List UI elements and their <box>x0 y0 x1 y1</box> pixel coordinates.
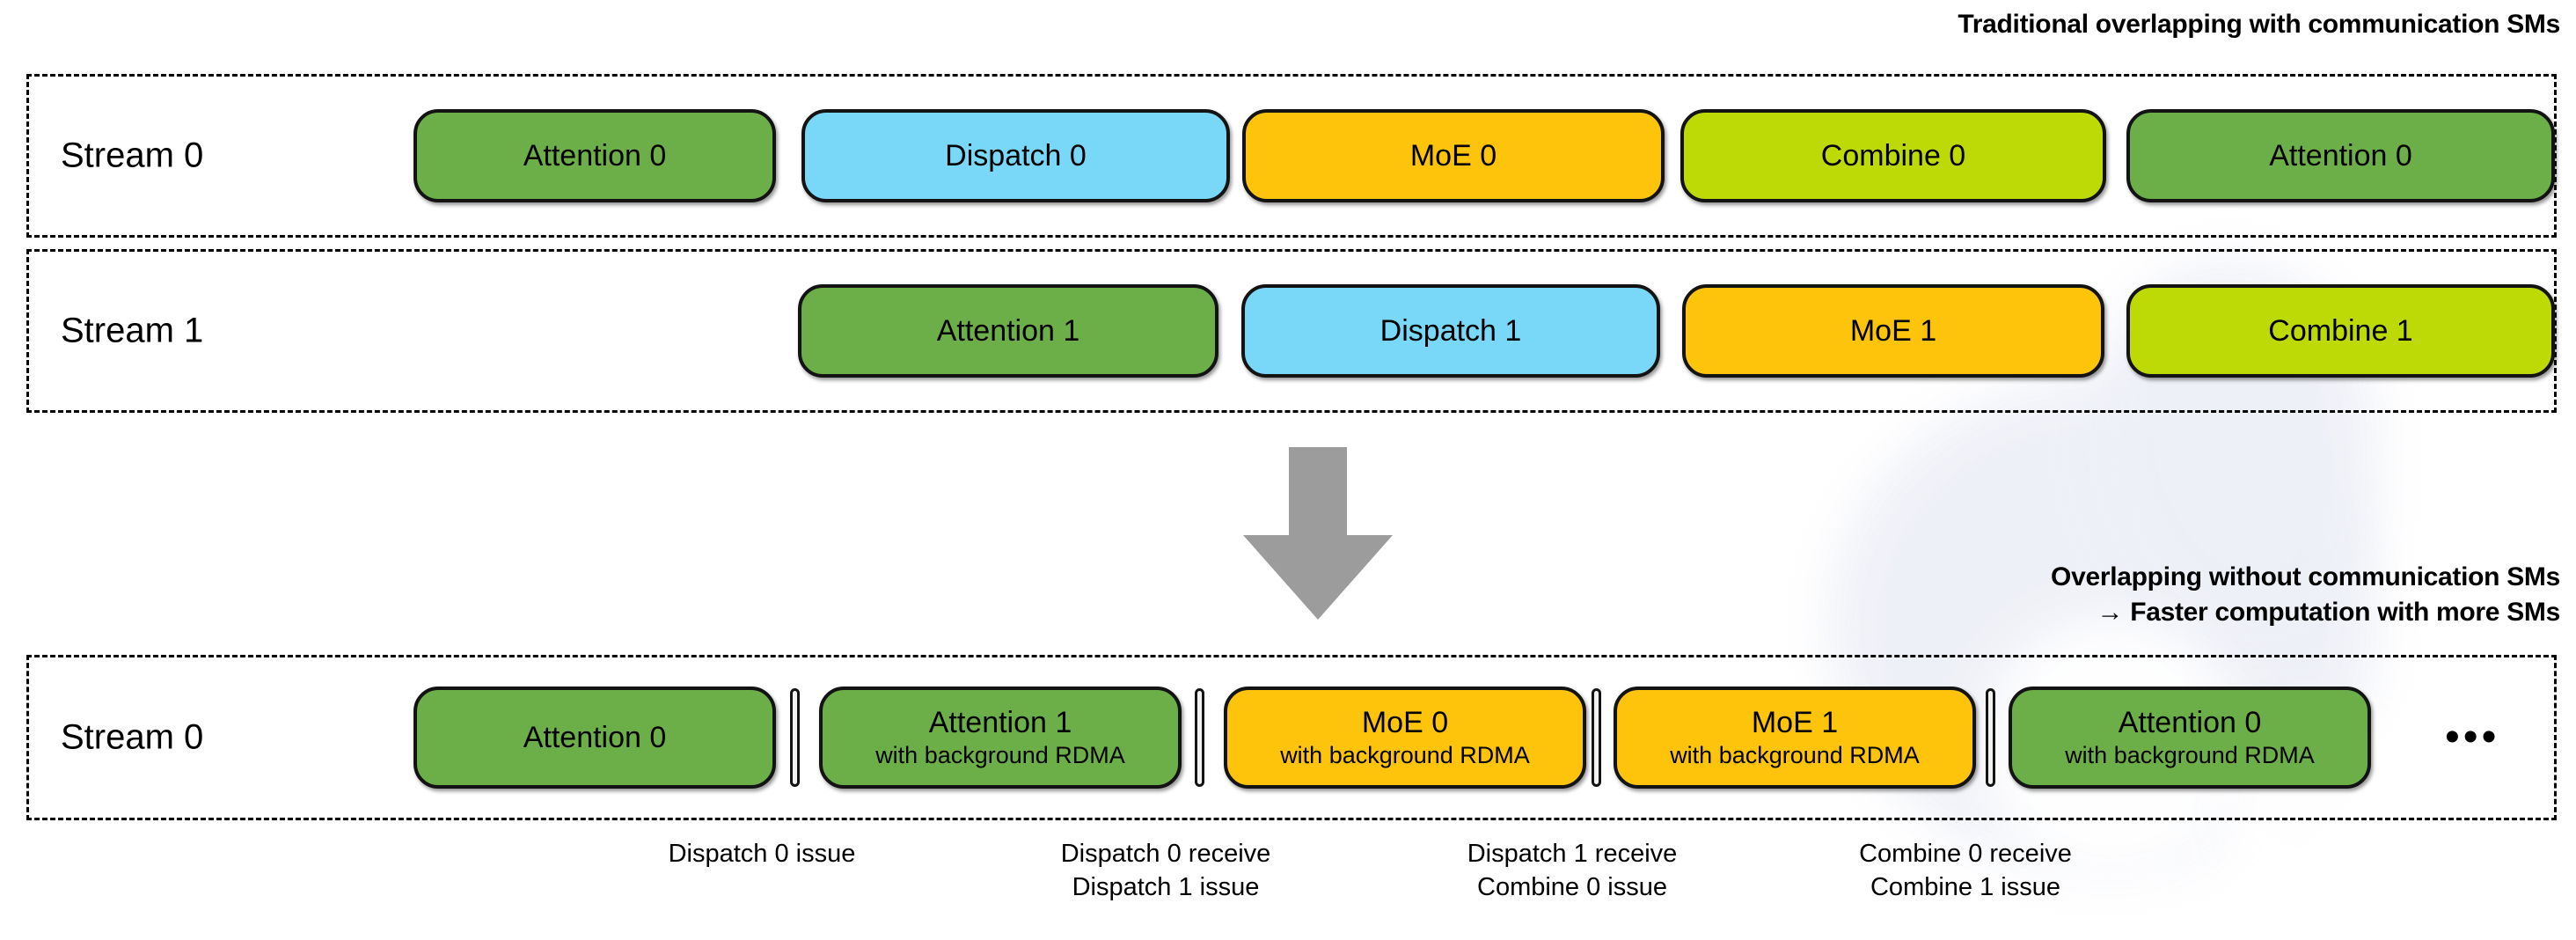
task-block-attention-1-rdma[interactable]: Attention 1 with background RDMA <box>819 687 1182 789</box>
task-title: Attention 1 <box>936 313 1080 348</box>
stream-row-stream1: Stream 1 Attention 1 Dispatch 1 MoE 1 Co… <box>26 249 2557 413</box>
task-block-combine-1[interactable]: Combine 1 <box>2126 284 2555 378</box>
task-block-attention-0-rdma[interactable]: Attention 0 with background RDMA <box>2009 687 2371 789</box>
task-block-moe-1-rdma[interactable]: MoE 1 with background RDMA <box>1614 687 1976 789</box>
task-block-attention-0-second[interactable]: Attention 0 <box>2126 109 2555 202</box>
task-subtitle: with background RDMA <box>2065 741 2315 768</box>
task-block-attention-0[interactable]: Attention 0 <box>413 687 776 789</box>
stream-separator <box>1592 688 1601 787</box>
task-subtitle: with background RDMA <box>1670 741 1920 768</box>
task-block-attention-1[interactable]: Attention 1 <box>798 284 1218 378</box>
task-title: Attention 0 <box>2118 706 2262 740</box>
task-title: Attention 1 <box>928 706 1072 740</box>
task-title: MoE 0 <box>1409 138 1497 173</box>
annotation-dispatch-0-receive: Dispatch 0 receive Dispatch 1 issue <box>1060 840 1271 901</box>
stream-separator <box>1986 688 1995 787</box>
stream-label: Stream 0 <box>61 136 204 175</box>
down-arrow-icon <box>1243 447 1393 620</box>
stream-label: Stream 1 <box>61 311 204 350</box>
task-title: Dispatch 1 <box>1379 313 1522 348</box>
task-title: MoE 1 <box>1751 706 1839 740</box>
task-block-moe-0[interactable]: MoE 0 <box>1242 109 1665 202</box>
stream-separator <box>790 688 800 787</box>
task-block-moe-0-rdma[interactable]: MoE 0 with background RDMA <box>1224 687 1586 789</box>
stream-row-stream0-bottom: Stream 0 Attention 0 Attention 1 with ba… <box>26 655 2557 820</box>
task-title: Combine 0 <box>1820 138 1966 173</box>
annotation-dispatch-0-issue: Dispatch 0 issue <box>668 840 856 868</box>
task-title: Attention 0 <box>523 138 667 173</box>
task-block-dispatch-0[interactable]: Dispatch 0 <box>801 109 1230 202</box>
task-title: Combine 1 <box>2268 313 2413 348</box>
task-block-attention-0[interactable]: Attention 0 <box>413 109 776 202</box>
task-subtitle: with background RDMA <box>1280 741 1530 768</box>
top-section-caption: Traditional overlapping with communicati… <box>1958 10 2560 39</box>
task-block-moe-1[interactable]: MoE 1 <box>1682 284 2104 378</box>
annotation-combine-0-receive: Combine 0 receive Combine 1 issue <box>1859 840 2072 901</box>
stream-separator <box>1195 688 1204 787</box>
bottom-section-caption: Overlapping without communication SMs → … <box>2051 562 2560 627</box>
stream-label: Stream 0 <box>61 717 204 757</box>
task-title: MoE 1 <box>1849 313 1937 348</box>
stream-row-stream0-top: Stream 0 Attention 0 Dispatch 0 MoE 0 Co… <box>26 74 2557 238</box>
task-title: Dispatch 0 <box>945 138 1087 173</box>
task-block-dispatch-1[interactable]: Dispatch 1 <box>1241 284 1660 378</box>
task-title: Attention 0 <box>523 720 667 754</box>
task-title: MoE 0 <box>1361 706 1449 740</box>
task-title: Attention 0 <box>2269 138 2412 173</box>
task-subtitle: with background RDMA <box>875 741 1125 768</box>
ellipsis-indicator: ••• <box>2445 714 2500 760</box>
task-block-combine-0[interactable]: Combine 0 <box>1680 109 2106 202</box>
annotation-dispatch-1-receive: Dispatch 1 receive Combine 0 issue <box>1467 840 1678 901</box>
